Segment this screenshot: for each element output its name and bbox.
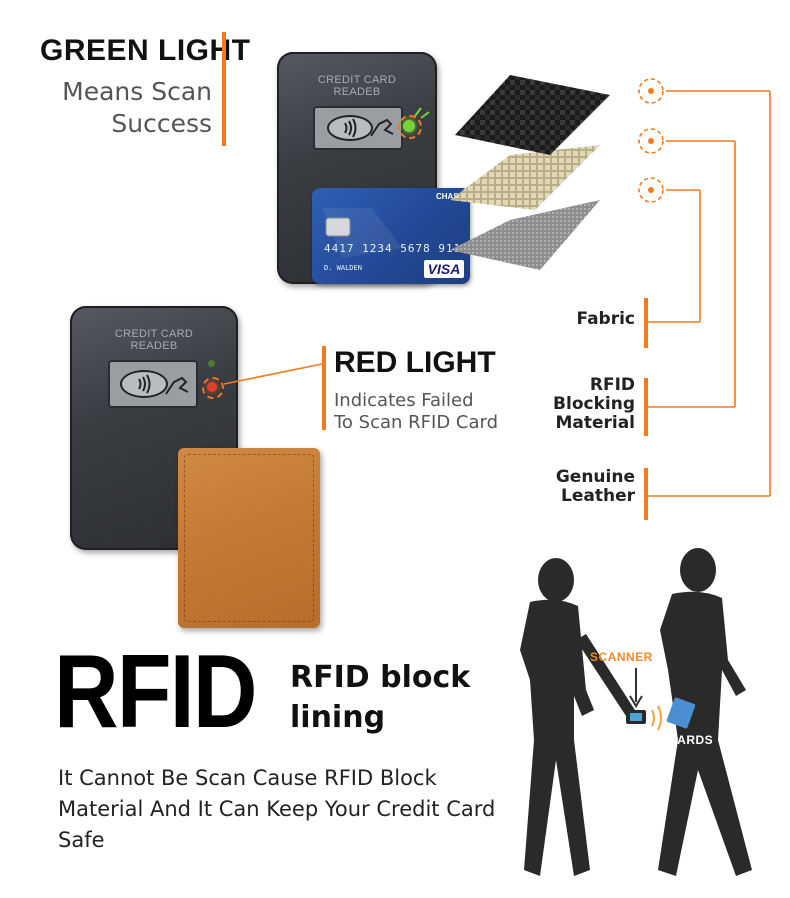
red-light-title: RED LIGHT (334, 346, 496, 379)
rfid-description: It Cannot Be Scan Cause RFID Block Mater… (58, 766, 496, 852)
reader-label-line1: CREDIT CARD (317, 74, 397, 86)
genuine-leather-line1: Genuine (555, 467, 635, 487)
signal-waves-icon (651, 705, 662, 731)
tap-hand-icon (370, 118, 394, 137)
rfid-heading: RFID (54, 634, 258, 750)
green-led-off (208, 360, 215, 367)
rfid-block-lining: RFID block lining (290, 658, 470, 738)
card-bank: CHASE (435, 192, 464, 201)
reader-label-line2: READEB (130, 340, 178, 352)
red-light-subtitle: Indicates Failed To Scan RFID Card (334, 390, 498, 434)
reader-pad-top (313, 106, 403, 150)
reader-label-line1: CREDIT CARD (114, 328, 194, 340)
person-scanner-silhouette (520, 558, 640, 876)
red-light-subtitle-line1: Indicates Failed (334, 390, 474, 411)
skimming-illustration (520, 548, 752, 876)
red-light-connector (223, 363, 323, 385)
wallet-stitching (184, 454, 314, 622)
rfid-blocking-line2: Blocking (553, 394, 635, 414)
green-light-divider (222, 32, 226, 146)
cards-label: CARDS (668, 733, 714, 747)
reader-label-top: CREDIT CARD READEB (277, 74, 437, 98)
green-light-subtitle-line2: Success (111, 109, 212, 138)
red-light-divider (322, 346, 326, 430)
card-holder: D. WALDEN (324, 264, 362, 272)
leather-layer (455, 75, 610, 155)
contactless-icon (120, 370, 168, 398)
visa-logo: VISA (424, 260, 464, 278)
reader-label-bottom: CREDIT CARD READEB (70, 328, 238, 352)
green-light-title: GREEN LIGHT (40, 34, 251, 67)
red-light-subtitle-line2: To Scan RFID Card (334, 412, 499, 433)
rfid-blocking-line3: Material (555, 413, 635, 433)
rfid-blocking-line1: RFID (589, 375, 635, 395)
contactless-icon (327, 115, 373, 141)
card-number: 4417 1234 5678 9112 (324, 242, 469, 255)
reader-label-line2: READEB (333, 86, 381, 98)
rfid-sub-line1: RFID block (290, 660, 471, 695)
green-light-subtitle: Means Scan Success (62, 76, 212, 140)
cards-icon (666, 697, 696, 729)
scanner-label: SCANNER (590, 650, 653, 664)
fabric-layer (450, 200, 600, 270)
material-layers (450, 75, 610, 270)
rfid-sub-line2: lining (290, 700, 386, 735)
leather-wallet (178, 448, 320, 628)
card-pattern (322, 208, 402, 258)
genuine-leather-line2: Leather (561, 486, 635, 506)
rfid-blocking-label: RFID Blocking Material (553, 376, 635, 433)
fabric-label: Fabric (576, 309, 635, 329)
tap-hand-icon (165, 376, 189, 395)
reader-pad-bottom (108, 360, 198, 408)
credit-card: CHASE 4417 1234 5678 9112 D. WALDEN VISA (312, 188, 470, 284)
genuine-leather-label: Genuine Leather (556, 468, 635, 506)
connector-lines (638, 78, 771, 520)
green-led-ring (398, 115, 422, 139)
person-victim-silhouette (658, 548, 752, 876)
led-glow-icon (414, 107, 430, 119)
green-light-subtitle-line1: Means Scan (62, 77, 212, 106)
rfid-mesh-layer (450, 145, 600, 210)
red-led-ring (202, 377, 224, 399)
